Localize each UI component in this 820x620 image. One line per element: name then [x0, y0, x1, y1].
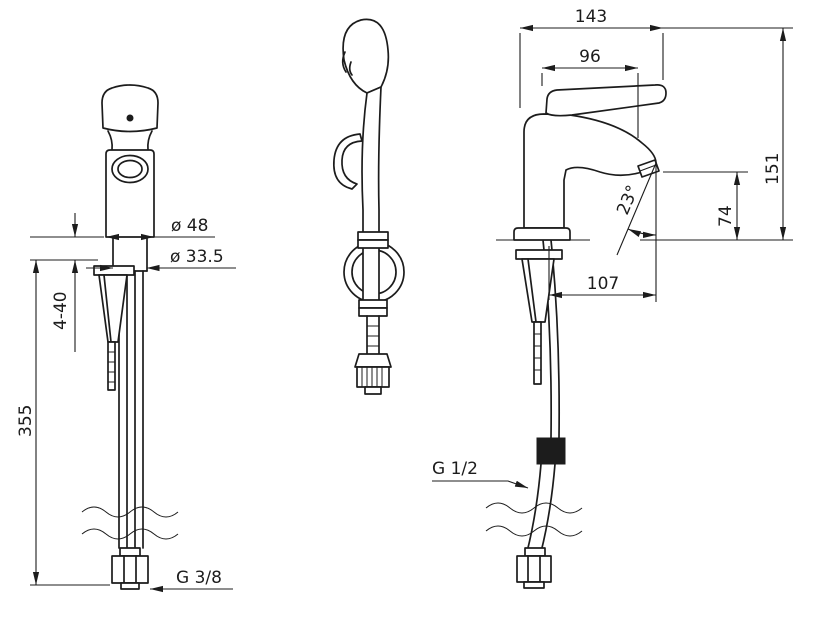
dim-74-label: 74	[716, 205, 736, 227]
dim-deck-thickness: 4-40	[30, 213, 104, 352]
hose-end-nut	[516, 547, 552, 589]
spout-aerator	[637, 159, 660, 178]
spray-handle	[361, 86, 382, 313]
dim-thread-g38: G 3/8	[150, 568, 233, 593]
dim-thread-g12: G 1/2	[432, 459, 529, 489]
handle-neck-right	[146, 130, 153, 151]
break-lines-side	[485, 502, 583, 537]
hose-connector-g12	[536, 437, 566, 465]
thread-g12-label: G 1/2	[432, 459, 478, 479]
spout-outlet-outer	[111, 154, 149, 184]
supply-connector-nut	[111, 547, 149, 590]
mounting-clamp-side	[515, 249, 563, 385]
dim-deck-thickness-label: 4-40	[51, 291, 71, 330]
handle-neck	[107, 130, 114, 151]
dim-107-label: 107	[587, 274, 619, 294]
dim-angle-23: 23°	[613, 162, 657, 302]
lever-handle-front	[101, 84, 159, 133]
faucet-front-view: ø 48 ø 33.5 4-40 355 G 3/8	[16, 84, 236, 593]
dim-355: 355	[16, 260, 110, 586]
lever-handle-side	[545, 84, 667, 117]
escutcheon-base	[513, 227, 571, 241]
faucet-side-view: 143 96 151 74 23° 107	[432, 7, 793, 589]
spray-nozzle-lines	[341, 51, 353, 76]
dim-143: 143	[519, 7, 793, 108]
thread-g38-label: G 3/8	[176, 568, 222, 588]
dim-151-label: 151	[763, 153, 783, 185]
dim-143-label: 143	[575, 7, 607, 27]
holder-connector	[357, 231, 389, 317]
handle-indicator-dot	[126, 114, 134, 122]
spout-outlet-inner	[117, 159, 143, 179]
break-lines-front	[81, 506, 179, 540]
dim-74: 74	[663, 171, 748, 240]
supply-pipes	[118, 270, 144, 549]
spray-hose-fitting	[354, 315, 392, 395]
dim-151: 151	[640, 28, 793, 241]
dim-dia-33-5-label: ø 33.5	[170, 247, 224, 267]
dim-dia-48-label: ø 48	[171, 216, 208, 236]
dim-107: 107	[548, 246, 656, 300]
mounting-clamp	[93, 265, 135, 391]
dim-dia-33-5: ø 33.5	[86, 247, 236, 272]
holder-hook	[332, 133, 363, 190]
dim-dia-48: ø 48	[106, 216, 215, 241]
spray-head	[342, 18, 390, 94]
dim-96: 96	[541, 47, 639, 138]
dim-355-label: 355	[16, 405, 36, 437]
hand-spray-view	[332, 18, 405, 395]
dim-96-label: 96	[579, 47, 601, 67]
dim-angle-23-label: 23°	[613, 182, 643, 218]
faucet-body-side	[523, 113, 657, 229]
